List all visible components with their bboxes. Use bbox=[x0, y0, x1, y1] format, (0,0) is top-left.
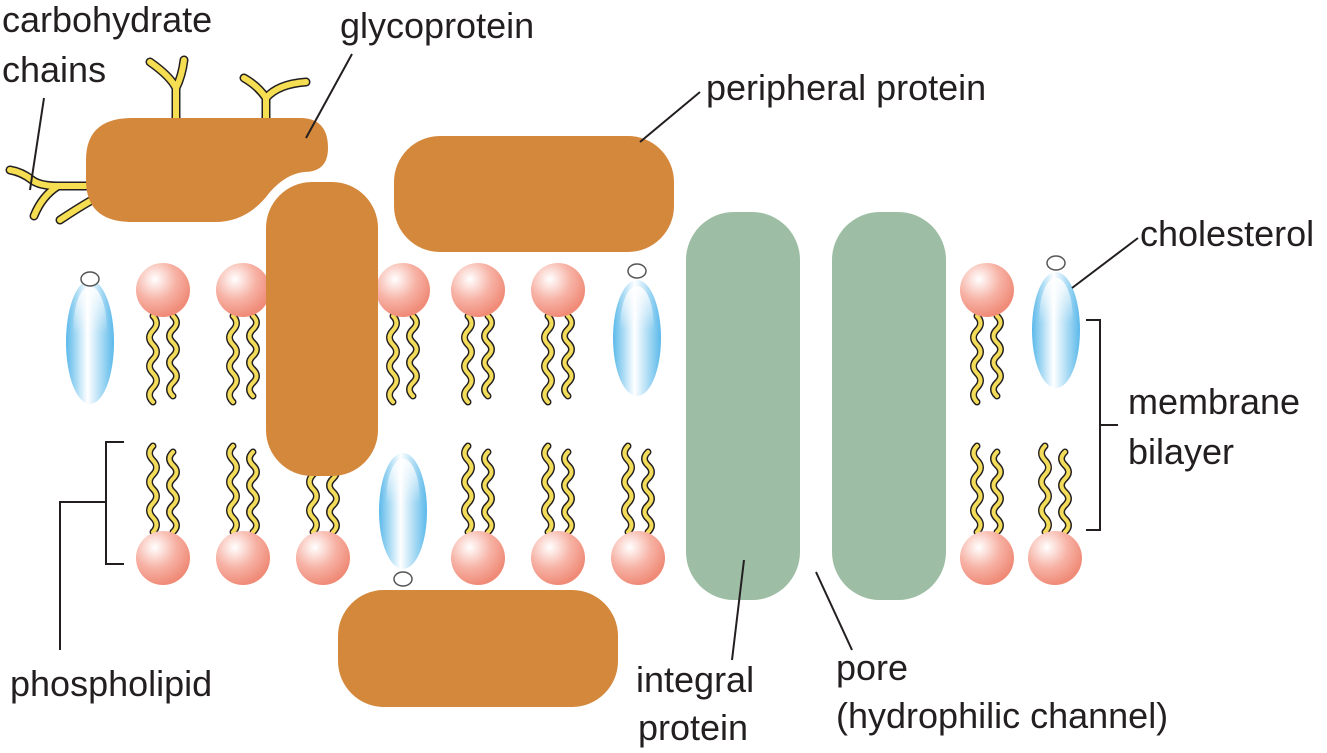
phosphate-head bbox=[1028, 531, 1082, 585]
phosphate-head bbox=[451, 531, 505, 585]
phospholipid-icon bbox=[960, 263, 1014, 406]
phosphate-head bbox=[136, 263, 190, 317]
phospholipid-icon bbox=[611, 442, 665, 585]
leader-carbohydrate bbox=[29, 97, 45, 191]
peripheral-protein-bottom bbox=[338, 590, 618, 707]
phospholipid-icon bbox=[960, 442, 1014, 585]
label-peripheral-protein: peripheral protein bbox=[706, 67, 986, 108]
phospholipid-icon bbox=[376, 263, 430, 406]
label-phospholipid: phospholipid bbox=[10, 663, 212, 704]
phosphate-head bbox=[531, 531, 585, 585]
label-carbohydrate-line1: carbohydrate bbox=[2, 0, 212, 40]
carbohydrate-chain-icon bbox=[5, 165, 97, 225]
cholesterol-icon bbox=[1032, 255, 1080, 388]
bracket-membrane bbox=[1086, 319, 1118, 531]
phospholipid-icon bbox=[216, 263, 270, 406]
phospholipid-icon bbox=[136, 442, 190, 585]
cholesterol-group bbox=[66, 255, 1080, 587]
phosphate-head bbox=[960, 263, 1014, 317]
cholesterol-icon bbox=[613, 263, 661, 396]
label-bilayer: bilayer bbox=[1128, 431, 1234, 472]
phospholipid-icon bbox=[451, 263, 505, 406]
leader-pore bbox=[815, 571, 853, 651]
leader-integral bbox=[731, 559, 745, 661]
phosphate-head bbox=[136, 531, 190, 585]
phospholipid-icon bbox=[216, 442, 270, 585]
label-hydrophilic-channel: (hydrophilic channel) bbox=[836, 695, 1168, 736]
carbohydrate-chain-icon bbox=[145, 55, 189, 125]
phosphate-head bbox=[216, 531, 270, 585]
label-pore: pore bbox=[836, 647, 908, 688]
phospholipid-icon bbox=[136, 263, 190, 406]
label-protein: protein bbox=[638, 707, 748, 748]
integral-protein-left bbox=[686, 212, 800, 600]
phospholipid-icon bbox=[451, 442, 505, 585]
phosphate-head bbox=[216, 263, 270, 317]
label-glycoprotein: glycoprotein bbox=[340, 5, 534, 46]
phosphate-head bbox=[376, 263, 430, 317]
carbohydrate-chain-icon bbox=[239, 73, 311, 125]
label-cholesterol: cholesterol bbox=[1140, 213, 1314, 254]
leader-glycoprotein bbox=[305, 53, 353, 139]
leader-lines bbox=[29, 53, 1139, 661]
leader-peripheral bbox=[639, 91, 701, 143]
label-membrane: membrane bbox=[1128, 381, 1300, 422]
phospholipid-icon bbox=[531, 263, 585, 406]
phospholipid-icon bbox=[1028, 442, 1082, 585]
cholesterol-icon bbox=[379, 453, 427, 587]
phospholipid-icon bbox=[531, 442, 585, 585]
integral-protein-right bbox=[832, 212, 946, 600]
phosphate-head bbox=[611, 531, 665, 585]
phosphate-head bbox=[451, 263, 505, 317]
bracket-phospholipid bbox=[59, 441, 124, 650]
transmembrane-protein bbox=[266, 182, 378, 476]
phosphate-head bbox=[531, 263, 585, 317]
peripheral-protein-top bbox=[394, 136, 674, 252]
label-integral: integral bbox=[636, 659, 754, 700]
phosphate-head bbox=[296, 531, 350, 585]
glycoprotein-shape bbox=[86, 118, 328, 222]
label-carbohydrate-line2: chains bbox=[2, 49, 106, 90]
carbohydrate-chains-group bbox=[5, 55, 311, 225]
cholesterol-icon bbox=[66, 271, 114, 404]
phosphate-head bbox=[960, 531, 1014, 585]
leader-cholesterol bbox=[1071, 237, 1139, 289]
